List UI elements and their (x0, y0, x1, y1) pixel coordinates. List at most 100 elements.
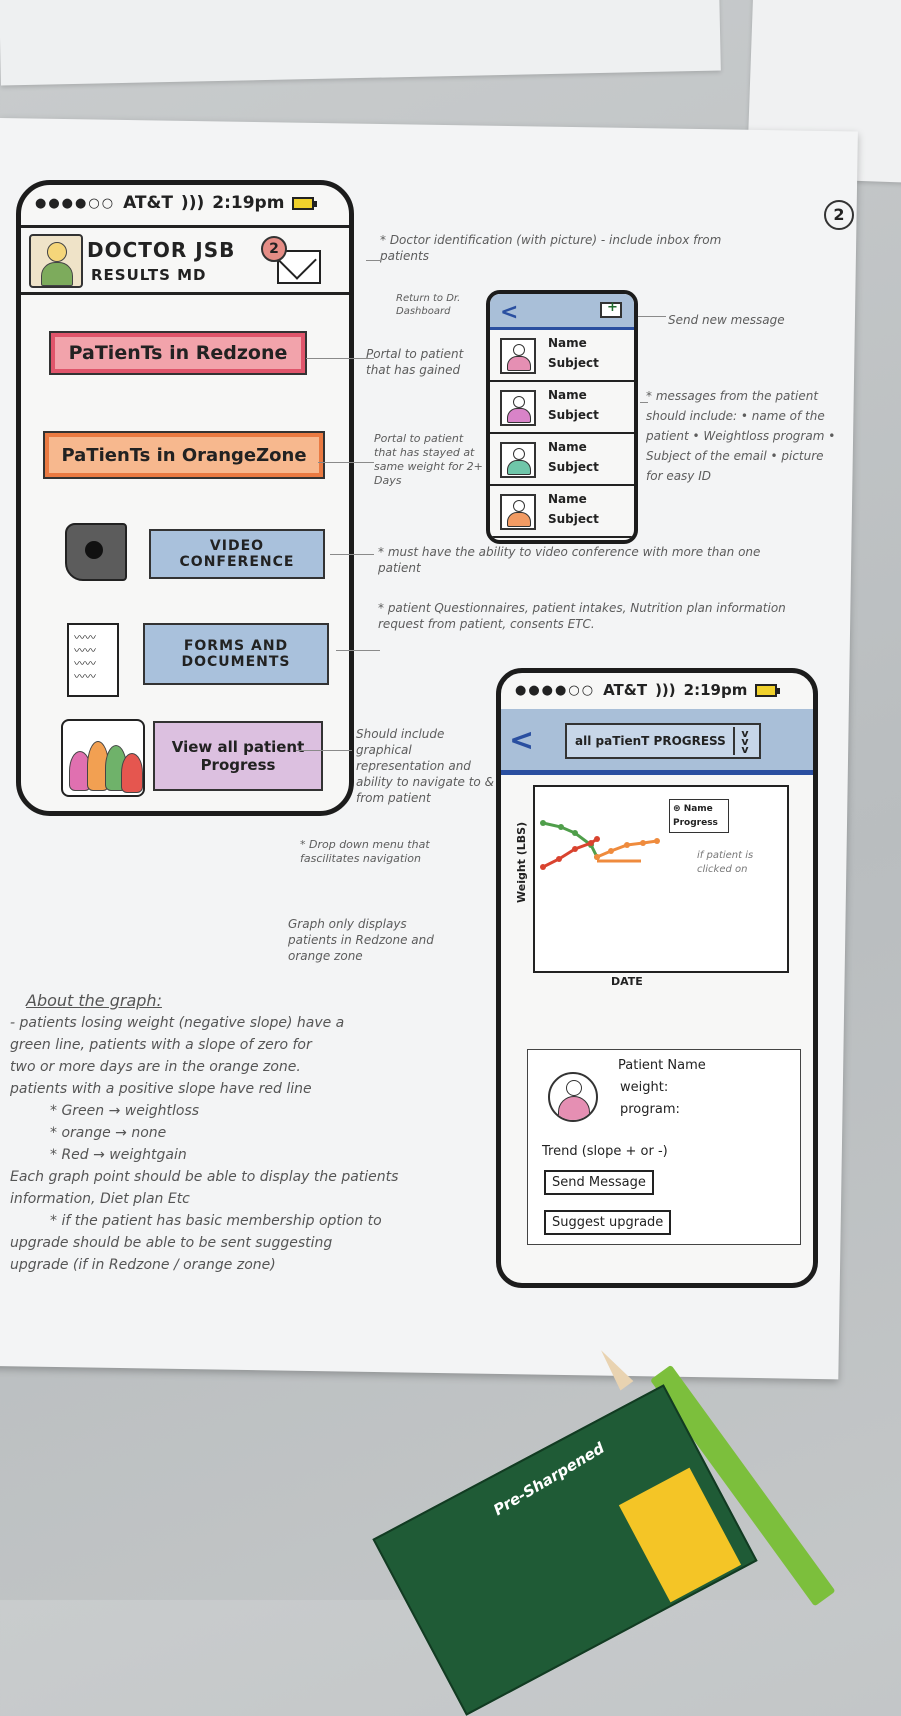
view-progress-button[interactable]: View all patient Progress (153, 721, 323, 791)
popup-icon: ⊛ (673, 804, 684, 814)
patient-avatar (500, 390, 536, 426)
popup-sub: Progress (673, 818, 718, 828)
new-message-icon[interactable] (600, 300, 622, 318)
series-point[interactable] (572, 846, 578, 852)
note-doctor-id: * Doctor identification (with picture) -… (380, 233, 722, 263)
patient-program: program: (620, 1102, 680, 1117)
note-redzone: Portal to patient that has gained (366, 347, 464, 377)
series-point[interactable] (572, 830, 578, 836)
about-line: * Red → weightgain (50, 1147, 187, 1163)
about-graph: About the graph: - patients losing weigh… (10, 990, 490, 1276)
inbox-badge: 2 (261, 236, 287, 262)
about-line: two or more days are in the orange zone. (10, 1059, 301, 1075)
note-return: Return to Dr. Dashboard (396, 293, 461, 317)
battery-icon (755, 683, 781, 697)
patient-avatar (500, 494, 536, 530)
series-point[interactable] (594, 836, 600, 842)
document-icon: 〰〰〰〰〰〰〰〰 (67, 623, 119, 697)
background-sheet (0, 0, 721, 86)
patient-avatar (500, 338, 536, 374)
forms-documents-button[interactable]: FORMS AND DOCUMENTS (143, 623, 329, 685)
patient-popup[interactable]: ⊛ Name Progress (669, 799, 729, 833)
about-line: * orange → none (50, 1125, 167, 1141)
series-point[interactable] (640, 840, 646, 846)
about-line: Each graph point should be able to displ… (10, 1169, 399, 1185)
doctor-avatar (29, 234, 83, 288)
message-subject: Subject (548, 460, 599, 474)
messages-phone: < NameSubjectNameSubjectNameSubjectNameS… (486, 290, 638, 544)
connector-line (640, 402, 648, 403)
message-subject: Subject (548, 356, 599, 370)
series-point[interactable] (608, 848, 614, 854)
note-orangezone: Portal to patient that has stayed at sam… (374, 432, 483, 487)
series-point[interactable] (540, 820, 546, 826)
signal-icon: ●●●●○○ (515, 682, 596, 698)
connector-line (306, 358, 374, 359)
connector-line (296, 750, 352, 751)
message-name: Name (548, 388, 587, 402)
note-forms: * patient Questionnaires, patient intake… (378, 601, 786, 631)
message-name: Name (548, 336, 587, 350)
y-axis-label: Weight (LBS) (515, 821, 528, 903)
carrier: AT&T (603, 681, 648, 699)
patient-weight: weight: (620, 1080, 669, 1095)
note-messages: * messages from the patient should inclu… (646, 389, 836, 483)
wifi-icon: ))) (180, 193, 205, 213)
status-bar: ●●●●○○ AT&T ))) 2:19pm (21, 185, 349, 221)
about-line: upgrade should be able to be sent sugges… (10, 1235, 333, 1251)
about-title: About the graph: (26, 991, 162, 1010)
x-axis-label: DATE (611, 975, 643, 988)
graph-svg (540, 820, 660, 870)
note-video: * must have the ability to video confere… (378, 545, 761, 575)
about-line: patients with a positive slope have red … (10, 1081, 312, 1097)
series-point[interactable] (588, 840, 594, 846)
back-arrow-icon[interactable]: < (500, 300, 519, 325)
patient-avatar (548, 1072, 598, 1122)
connector-line (366, 260, 380, 261)
dashboard-phone: ●●●●○○ AT&T ))) 2:19pm DOCTOR JSB RESULT… (16, 180, 354, 816)
signal-icon: ●●●●○○ (35, 195, 116, 211)
series-point[interactable] (556, 856, 562, 862)
patient-trend: Trend (slope + or -) (542, 1144, 668, 1159)
note-progress: Should include graphical representation … (356, 727, 494, 805)
time: 2:19pm (212, 193, 285, 213)
redzone-button[interactable]: PaTienTs in Redzone (49, 331, 307, 375)
series-point[interactable] (594, 854, 600, 860)
doctor-name: DOCTOR JSB (87, 238, 236, 262)
series-point[interactable] (540, 864, 546, 870)
messages-header: < (490, 294, 634, 330)
popup-name: Name (683, 804, 713, 814)
about-line: upgrade (if in Redzone / orange zone) (10, 1257, 276, 1273)
back-arrow-icon[interactable]: < (509, 723, 535, 758)
patient-name: Patient Name (618, 1058, 706, 1073)
send-message-button[interactable]: Send Message (544, 1170, 654, 1195)
message-name: Name (548, 492, 587, 506)
popup-note: if patient is clicked on (697, 850, 754, 875)
about-line: * Green → weightloss (50, 1103, 200, 1119)
patient-detail-card: Patient Name weight: program: Trend (slo… (527, 1049, 801, 1245)
patient-avatar (500, 442, 536, 478)
about-line: information, Diet plan Etc (10, 1191, 190, 1207)
carrier: AT&T (123, 193, 173, 213)
about-line: - patients losing weight (negative slope… (10, 1015, 345, 1031)
suggest-upgrade-button[interactable]: Suggest upgrade (544, 1210, 672, 1235)
note-graph-only: Graph only displays patients in Redzone … (288, 917, 434, 963)
video-conference-button[interactable]: VIDEO CONFERENCE (149, 529, 325, 579)
series-point[interactable] (654, 838, 660, 844)
connector-line (330, 554, 374, 555)
connector-line (318, 462, 374, 463)
orangezone-button[interactable]: PaTienTs in OrangeZone (43, 431, 325, 479)
time: 2:19pm (683, 681, 748, 699)
message-name: Name (548, 440, 587, 454)
video-camera-icon (65, 523, 127, 581)
series-point[interactable] (624, 842, 630, 848)
note-send-new: Send new message (668, 313, 785, 327)
series-point[interactable] (558, 824, 564, 830)
